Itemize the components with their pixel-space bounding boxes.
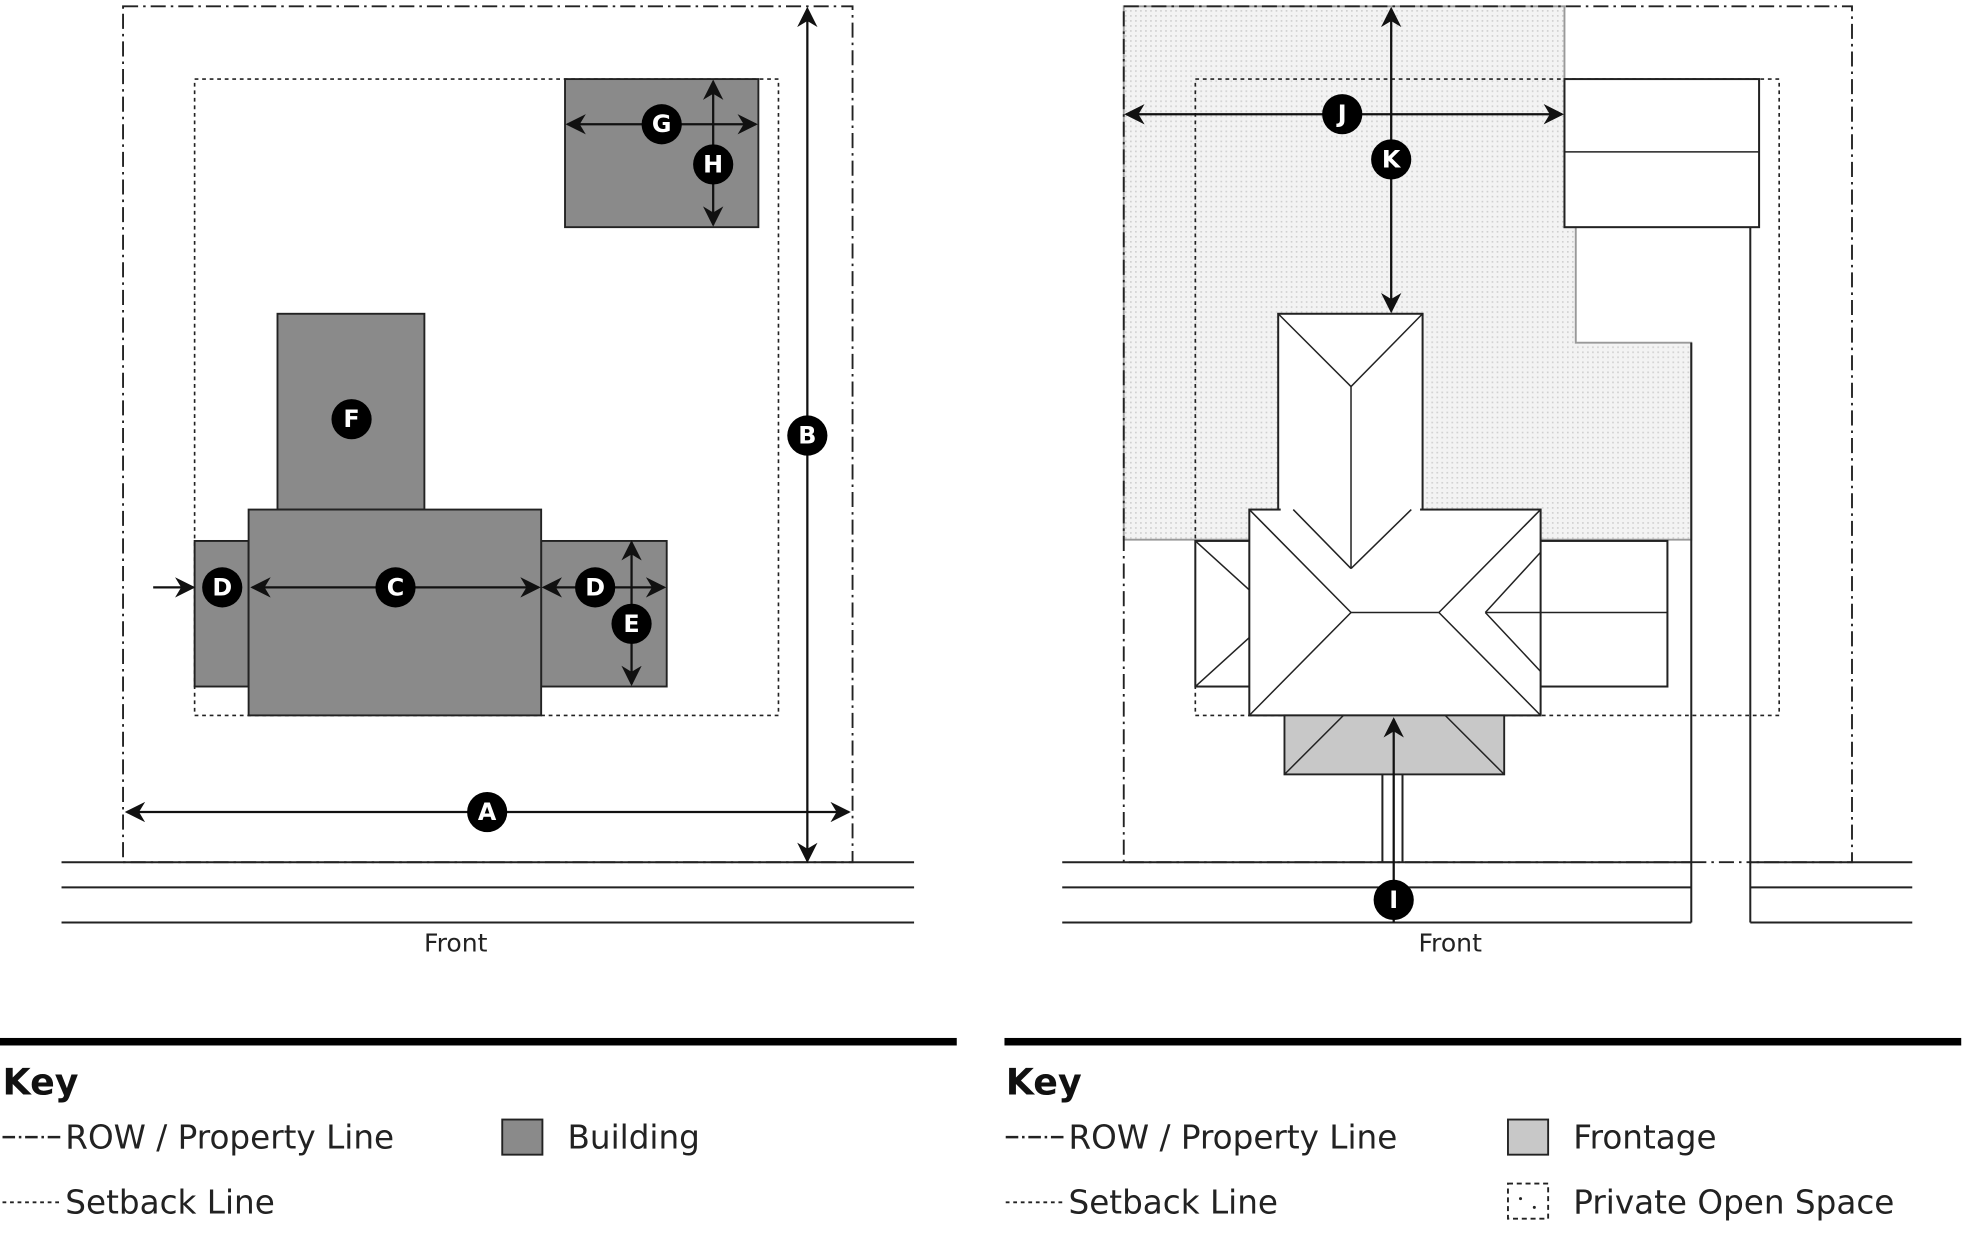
label-e: E: [611, 603, 652, 644]
svg-text:J: J: [1336, 100, 1347, 128]
building-c: [247, 508, 543, 717]
buildings: [193, 78, 760, 717]
house: [1194, 312, 1669, 717]
label-b: B: [787, 415, 828, 456]
garage: [1563, 78, 1761, 229]
svg-text:K: K: [1382, 145, 1402, 173]
label-k: K: [1371, 139, 1412, 180]
frontage-swatch: [1507, 1118, 1550, 1156]
svg-text:I: I: [1389, 886, 1398, 914]
svg-text:D: D: [585, 573, 605, 601]
road: [61, 861, 915, 924]
legend-frontage: Frontage: [1573, 1118, 1716, 1156]
label-j: J: [1322, 94, 1363, 135]
right-diagram: Front I J K: [1062, 5, 1913, 957]
label-d-right: D: [575, 567, 616, 608]
svg-text:E: E: [623, 610, 639, 638]
open-space-swatch: [1507, 1182, 1550, 1220]
svg-text:F: F: [343, 405, 359, 433]
svg-text:A: A: [478, 798, 497, 826]
svg-text:C: C: [387, 573, 405, 601]
walkway: [1381, 774, 1404, 863]
building-swatch: [501, 1118, 544, 1156]
label-d-left: D: [202, 567, 243, 608]
left-diagram: Front A B C D D E F G H: [61, 5, 915, 957]
front-label: Front: [1418, 928, 1482, 957]
svg-text:D: D: [212, 573, 232, 601]
svg-text:H: H: [703, 150, 723, 178]
road: [1062, 860, 1913, 924]
label-h: H: [693, 144, 734, 185]
left-key: Key ROW / Property Line Setback Line Bui…: [0, 1037, 957, 1222]
building-d-left: [193, 539, 250, 688]
front-label: Front: [424, 928, 488, 957]
driveway: [1690, 227, 1752, 923]
label-c: C: [375, 567, 416, 608]
label-i: I: [1373, 879, 1414, 920]
legend-property-line: ROW / Property Line: [1069, 1118, 1398, 1156]
property-line: [122, 5, 854, 864]
label-a: A: [467, 791, 508, 833]
legend-setback-line: Setback Line: [1069, 1184, 1279, 1222]
label-f: F: [331, 399, 372, 440]
key-title: Key: [1006, 1060, 1082, 1103]
legend-setback-line: Setback Line: [65, 1184, 275, 1222]
legend-property-line: ROW / Property Line: [65, 1118, 394, 1156]
label-g: G: [641, 104, 682, 145]
legend-private-open-space: Private Open Space: [1573, 1184, 1894, 1222]
svg-text:G: G: [652, 110, 672, 138]
svg-text:B: B: [798, 422, 816, 450]
key-title: Key: [3, 1060, 79, 1103]
legend-building: Building: [568, 1118, 700, 1156]
right-key: Key ROW / Property Line Setback Line Fro…: [1004, 1037, 1962, 1222]
